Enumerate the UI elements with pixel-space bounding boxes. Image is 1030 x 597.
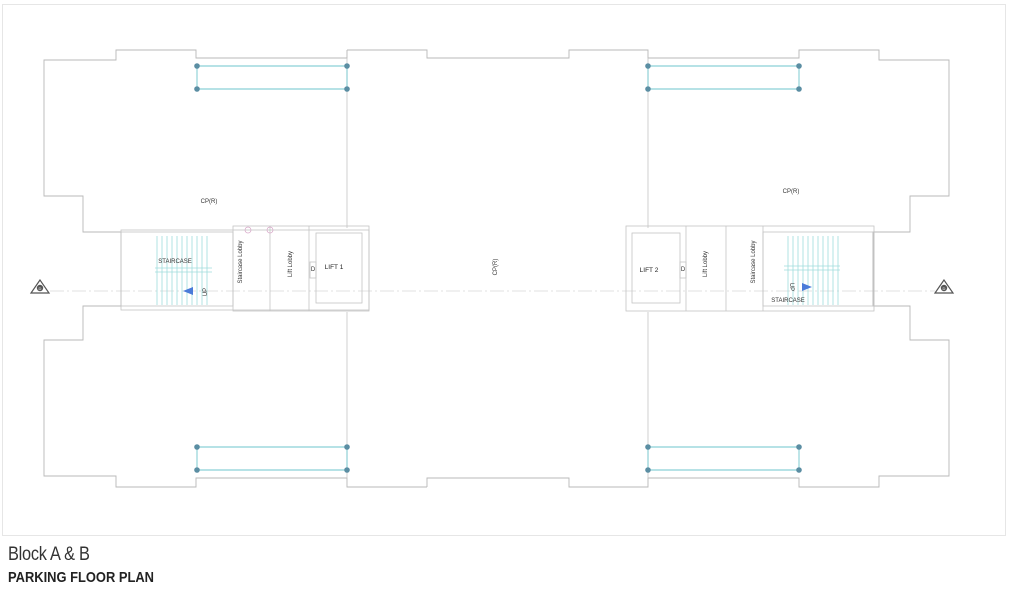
axis-marker-right-label: D <box>943 286 946 291</box>
parking-label-center: CP(R) <box>493 259 499 276</box>
caption-subtitle: PARKING FLOOR PLAN <box>8 569 154 586</box>
door-label-left: D <box>311 267 316 273</box>
axis-marker-right: D <box>933 278 955 294</box>
drawing-frame <box>2 4 1006 536</box>
staircase-label-left: STAIRCASE <box>158 259 192 265</box>
lift-1-label: LIFT 1 <box>325 264 344 271</box>
parking-label-right: CP(R) <box>783 189 800 195</box>
staircase-label-right: STAIRCASE <box>771 298 805 304</box>
door-label-right: D <box>681 267 686 273</box>
up-label-left: UP <box>203 288 209 296</box>
up-arrow-icon <box>802 283 812 291</box>
lift-lobby-label-left: Lift Lobby <box>288 251 294 277</box>
staircase-lobby-label-right: Staircase Lobby <box>751 240 757 283</box>
lift-2-label: LIFT 2 <box>640 267 659 274</box>
lift-lobby-label-right: Lift Lobby <box>703 251 709 277</box>
parking-label-left: CP(R) <box>201 199 218 205</box>
axis-marker-left-label: D <box>39 286 42 291</box>
axis-marker-left: D <box>29 278 51 294</box>
caption: Block A & B PARKING FLOOR PLAN <box>8 544 178 586</box>
right-core <box>625 225 875 312</box>
left-block-outline <box>43 49 427 488</box>
column-markers <box>194 63 802 473</box>
caption-title: Block A & B <box>8 544 90 565</box>
up-label-right: UP <box>788 283 794 291</box>
up-arrow-icon <box>183 287 193 295</box>
floor-plan-drawing: D D CP(R) CP(R) CP(R) STAIRCASE STAIRCAS… <box>29 49 955 488</box>
staircase-lobby-label-left: Staircase Lobby <box>238 240 244 283</box>
left-core <box>120 225 370 312</box>
